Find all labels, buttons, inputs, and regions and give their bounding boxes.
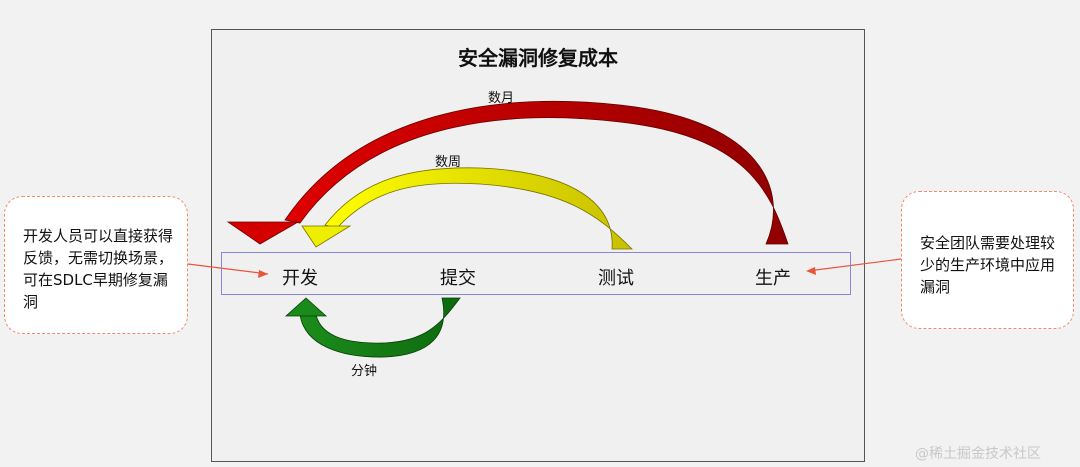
left-callout: 开发人员可以直接获得反馈，无需切换场景，可在SDLC早期修复漏洞 (4, 196, 188, 334)
weeks-label: 数周 (435, 155, 462, 170)
right-callout: 安全团队需要处理较少的生产环境中应用漏洞 (901, 191, 1074, 329)
stage-production: 生产 (755, 268, 791, 289)
months-label: 数月 (488, 91, 515, 106)
weeks-arrow (301, 167, 633, 250)
stage-test: 测试 (598, 268, 634, 289)
right-connector (806, 258, 902, 275)
watermark: @稀土掘金技术社区 (915, 446, 1041, 462)
months-arrow (226, 101, 789, 245)
minutes-label: 分钟 (351, 364, 378, 379)
stage-dev: 开发 (282, 268, 318, 289)
stage-bar (221, 252, 851, 295)
stage-commit: 提交 (440, 268, 476, 289)
minutes-arrow (284, 297, 461, 358)
diagram-title: 安全漏洞修复成本 (458, 46, 618, 70)
left-connector (187, 263, 269, 278)
